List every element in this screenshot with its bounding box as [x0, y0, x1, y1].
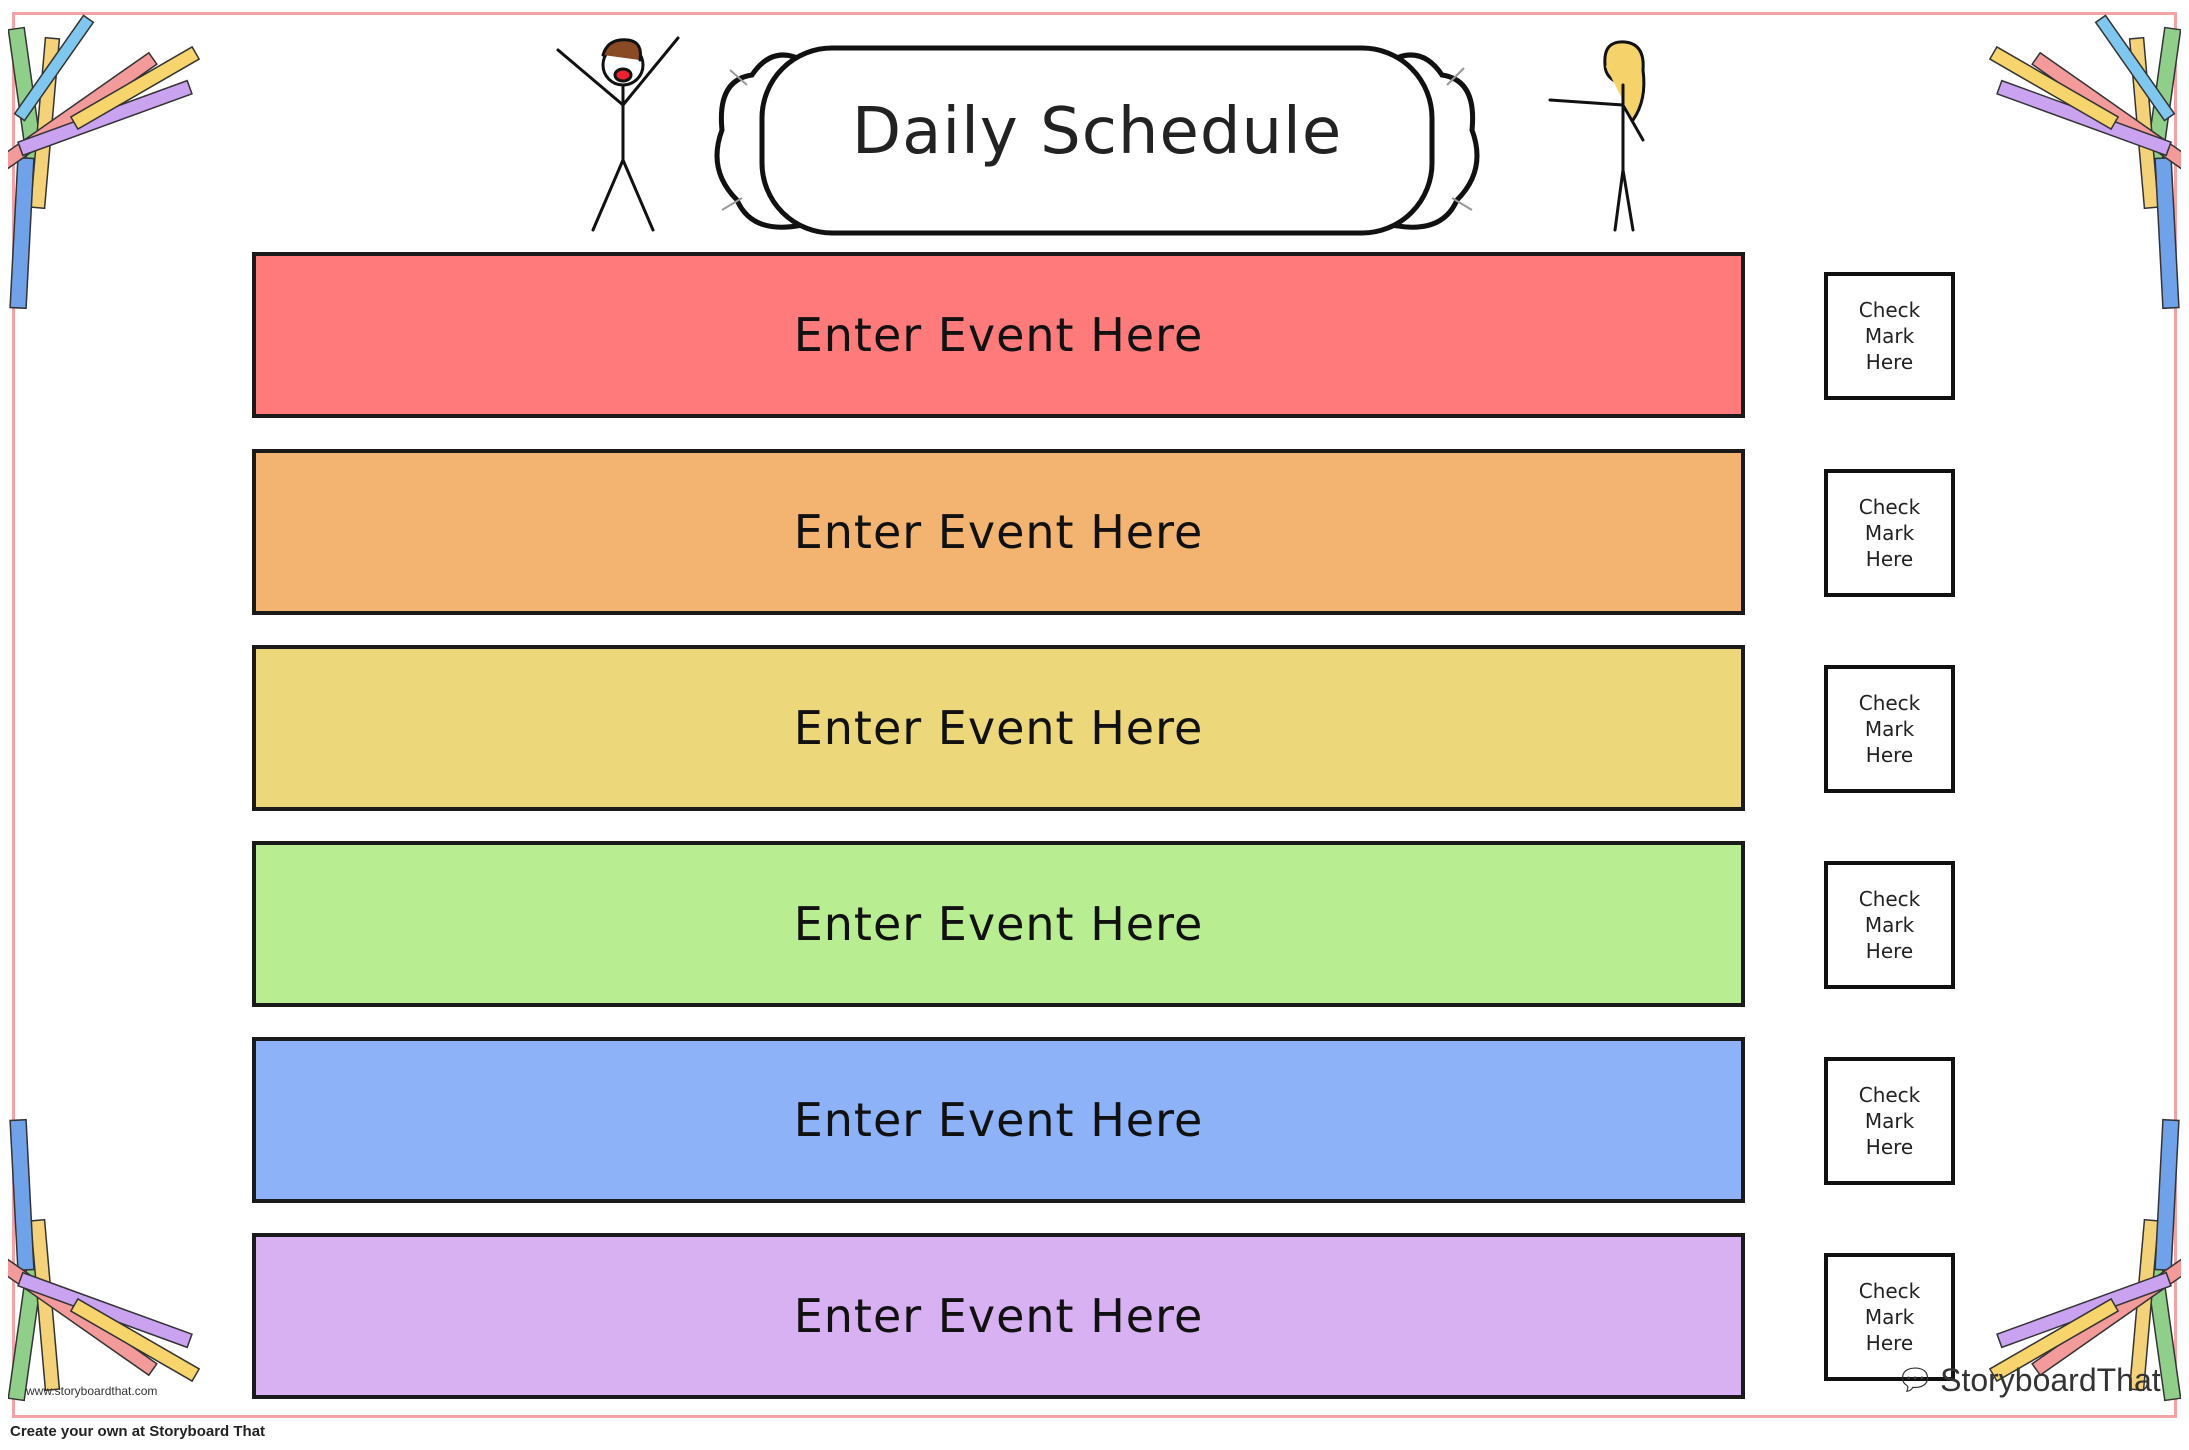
check-mark-label: Mark — [1864, 717, 1915, 741]
check-mark-label: Mark — [1864, 521, 1915, 545]
footer-credit: Create your own at Storyboard That — [10, 1423, 266, 1440]
page-title: Daily Schedule — [851, 95, 1343, 169]
check-mark-label: Here — [1865, 350, 1914, 374]
logo-text: StoryboardThat — [1940, 1362, 2161, 1398]
check-mark-label: Here — [1865, 1331, 1914, 1355]
check-mark-label: Check — [1858, 691, 1921, 715]
event-box[interactable]: Enter Event Here — [252, 449, 1745, 615]
crayons-corner-top-right — [1988, 14, 2181, 310]
check-mark-label: Mark — [1864, 1109, 1915, 1133]
check-mark-label: Here — [1865, 939, 1914, 963]
check-mark-label: Check — [1858, 1083, 1921, 1107]
check-mark-label: Here — [1865, 547, 1914, 571]
crayons-corner-bottom-left — [8, 1118, 201, 1402]
check-mark-label: Check — [1858, 298, 1921, 322]
event-box[interactable]: Enter Event Here — [252, 645, 1745, 811]
event-box[interactable]: Enter Event Here — [252, 1037, 1745, 1203]
check-mark-label: Check — [1858, 887, 1921, 911]
event-box[interactable]: Enter Event Here — [252, 252, 1745, 418]
storyboardthat-logo: 💬︎ StoryboardThat — [1896, 1362, 2161, 1399]
check-mark-label: Here — [1865, 743, 1914, 767]
boy-character — [556, 36, 680, 232]
girl-character — [1548, 40, 1646, 232]
title-cloud — [714, 45, 1480, 236]
check-mark-label: Mark — [1864, 324, 1915, 348]
check-mark-label: Check — [1858, 495, 1921, 519]
check-mark-label: Mark — [1864, 913, 1915, 937]
check-mark-label: Mark — [1864, 1305, 1915, 1329]
check-mark-label: Here — [1865, 1135, 1914, 1159]
crayons-corner-bottom-right — [1988, 1118, 2181, 1402]
watermark-url: www.storyboardthat.com — [26, 1384, 158, 1398]
page-border — [12, 12, 2177, 1418]
event-box[interactable]: Enter Event Here — [252, 1233, 1745, 1399]
check-mark-label: Check — [1858, 1279, 1921, 1303]
speech-bubble-icon: 💬︎ — [1896, 1364, 1935, 1397]
event-box[interactable]: Enter Event Here — [252, 841, 1745, 1007]
crayons-corner-top-left — [8, 14, 201, 310]
